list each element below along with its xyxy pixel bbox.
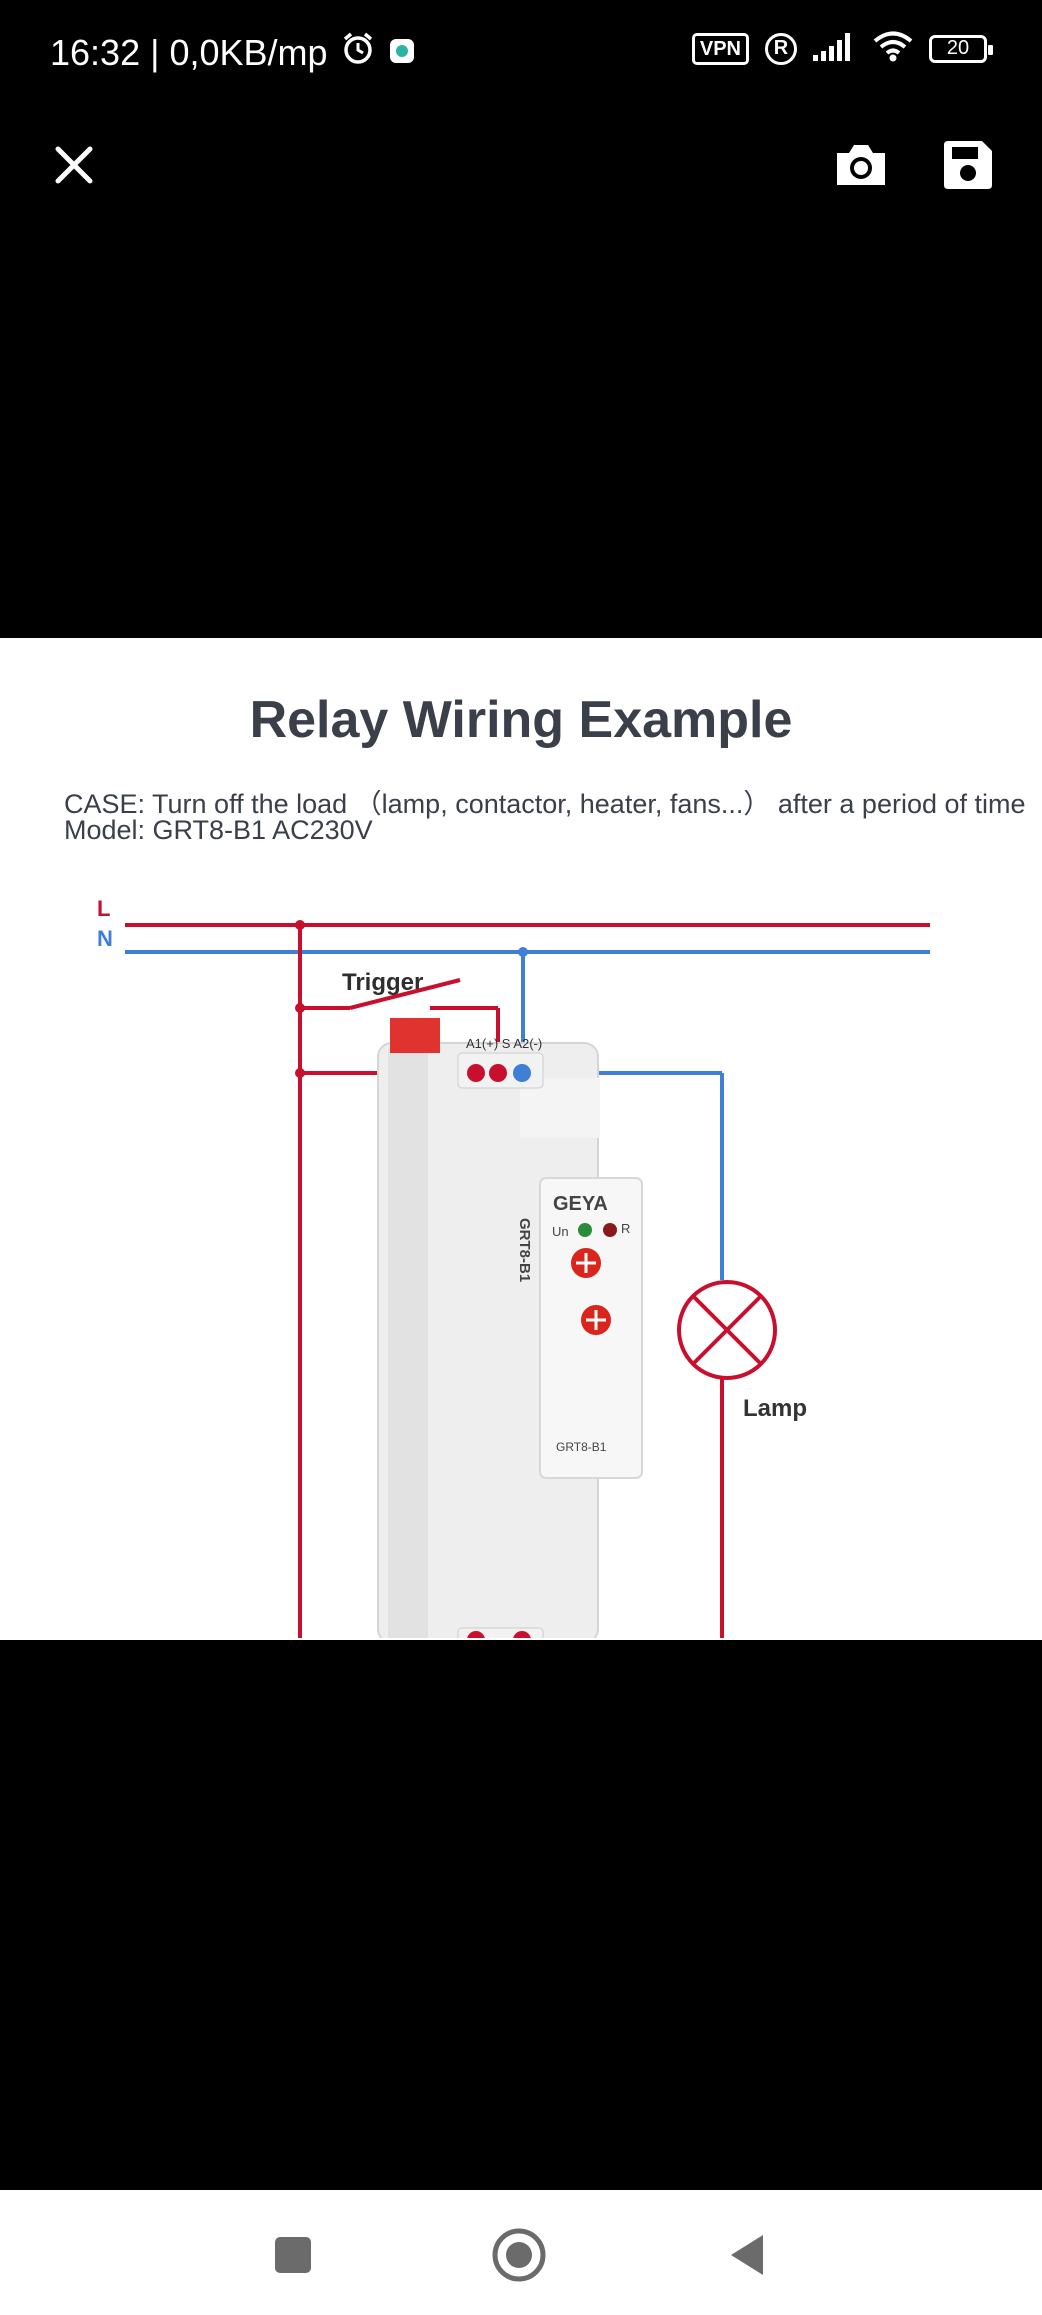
battery-icon: 20 <box>929 34 993 63</box>
back-button[interactable] <box>712 2220 782 2290</box>
diagram-title: Relay Wiring Example <box>249 691 793 749</box>
camera-button[interactable] <box>831 135 891 195</box>
wifi-icon <box>873 30 913 67</box>
trigger-switch <box>349 978 461 1010</box>
save-icon <box>944 141 992 189</box>
registered-icon: R <box>765 32 797 65</box>
case-description: CASE: Turn off the load （lamp, contactor… <box>64 789 1026 819</box>
brand-label: GEYA <box>553 1193 608 1215</box>
relay-device: A1(+) S A2(-) GEYA Un R GRT8-B1 GRT8-B1 … <box>377 1018 643 1638</box>
back-icon <box>731 2235 763 2275</box>
save-button[interactable] <box>938 135 998 195</box>
camera-icon <box>837 145 885 185</box>
model-description: Model: GRT8-B1 AC230V <box>64 815 373 845</box>
close-icon <box>55 146 93 184</box>
device-model-vertical: GRT8-B1 <box>516 1218 533 1282</box>
status-time: 16:32 | 0,0KB/mp <box>50 31 328 73</box>
lamp-label: Lamp <box>743 1395 807 1422</box>
image-viewer: Relay Wiring Example CASE: Turn off the … <box>0 638 1042 1640</box>
indicator-un-label: Un <box>552 1224 569 1239</box>
line-n-label: N <box>97 926 113 951</box>
status-bar: 16:32 | 0,0KB/mp VPN R 20 <box>0 0 1042 100</box>
status-left: 16:32 | 0,0KB/mp <box>50 30 416 75</box>
app-notification-icon <box>388 32 416 74</box>
vpn-badge: VPN <box>691 32 749 65</box>
device-model-bottom: GRT8-B1 <box>556 1440 607 1454</box>
indicator-r-label: R <box>621 1221 630 1236</box>
lamp-symbol <box>677 1280 777 1380</box>
recents-button[interactable] <box>258 2220 328 2290</box>
recents-icon <box>275 2237 311 2273</box>
home-button[interactable] <box>484 2220 554 2290</box>
close-button[interactable] <box>44 135 104 195</box>
line-l-label: L <box>97 896 110 921</box>
signal-icon <box>813 31 857 66</box>
terminal-top-label: A1(+) S A2(-) <box>466 1036 542 1051</box>
status-right: VPN R 20 <box>691 30 993 67</box>
home-icon <box>492 2228 546 2282</box>
wiring-schematic: L N Trigger <box>97 896 930 1638</box>
alarm-icon <box>340 30 376 75</box>
navigation-bar <box>0 2190 1042 2315</box>
